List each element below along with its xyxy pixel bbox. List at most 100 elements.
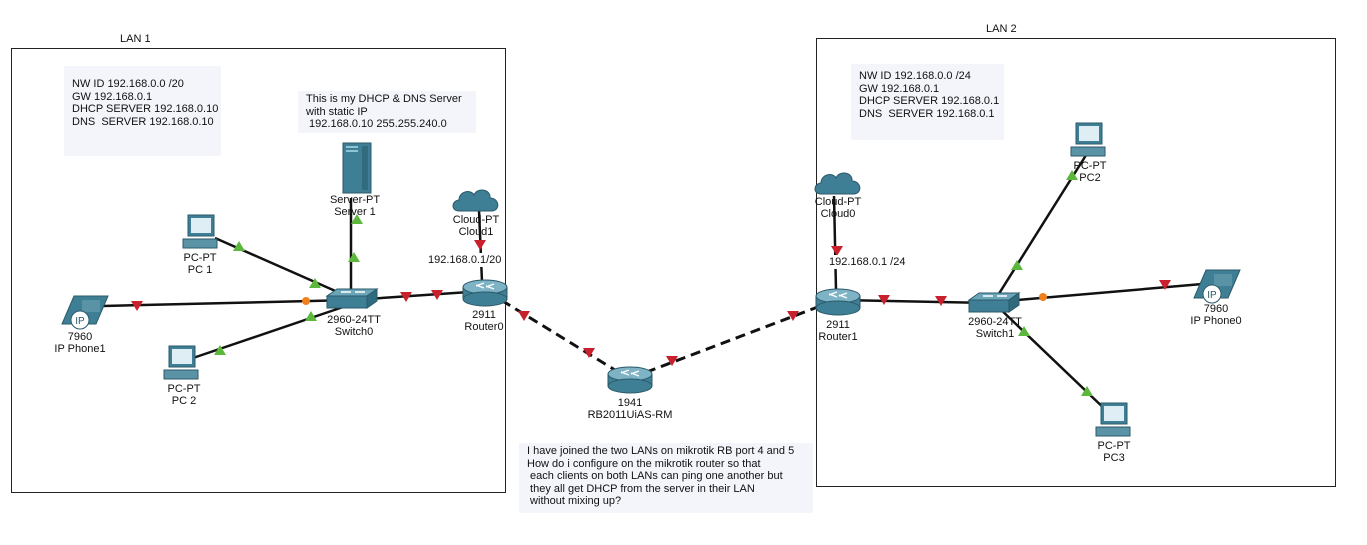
device-name: PC 2 — [171, 395, 197, 407]
device-type: Server-PT — [329, 194, 381, 206]
pc-2-device[interactable] — [163, 345, 203, 381]
link-up-marker — [305, 311, 317, 321]
link-up-marker — [214, 345, 226, 355]
device-type: 1941 — [617, 397, 643, 409]
note-line: DNS SERVER 192.168.0.10 — [72, 115, 214, 128]
device-name: IP Phone0 — [1190, 315, 1242, 327]
cloud1-device[interactable] — [449, 185, 503, 215]
link-pending-marker — [302, 297, 310, 305]
note-line: NW ID 192.168.0.0 /24 — [859, 70, 971, 82]
device-type: PC-PT — [1073, 160, 1107, 172]
lan1-area[interactable] — [11, 48, 506, 493]
router1-device[interactable] — [815, 288, 861, 316]
device-type: 7960 — [67, 331, 93, 343]
link-phone1-switch0 — [102, 298, 353, 308]
lan2-title: LAN 2 — [978, 23, 1025, 35]
note-line: This is my DHCP & DNS Server — [306, 93, 462, 105]
pc-icon — [182, 214, 218, 249]
link-up-marker — [1081, 386, 1093, 396]
device-type: 7960 — [1203, 303, 1229, 315]
device-type: 2911 — [826, 319, 850, 331]
link-mikrotik-router1 — [630, 298, 837, 380]
switch-icon — [967, 292, 1021, 313]
router0-device[interactable] — [462, 279, 508, 307]
link-down-marker — [431, 290, 443, 300]
device-name: IP Phone1 — [54, 343, 106, 355]
device-type: 2911 — [472, 309, 496, 321]
pc3-device[interactable] — [1095, 402, 1135, 438]
link-router0-mikrotik — [487, 290, 629, 380]
link-down-marker — [666, 356, 678, 366]
link-up-marker — [348, 252, 360, 262]
device-name: PC3 — [1103, 452, 1125, 464]
pc-icon — [1070, 122, 1106, 157]
cloud0-device[interactable] — [811, 168, 865, 198]
device-name: Router0 — [464, 321, 504, 333]
pc1-device[interactable] — [182, 214, 222, 250]
link-down-marker — [400, 292, 412, 302]
note-line: with static IP — [306, 105, 368, 118]
ip-phone1-device[interactable]: IP — [60, 290, 110, 330]
device-name: Server 1 — [334, 206, 376, 218]
link-up-marker — [351, 214, 363, 224]
link-down-marker — [131, 301, 143, 311]
note-line: they all get DHCP from the server in the… — [527, 482, 755, 495]
router1-ip-label[interactable]: 192.168.0.1 /24 — [827, 255, 908, 269]
switch1-device[interactable] — [967, 292, 1021, 314]
pc-icon — [1095, 402, 1131, 437]
device-type: PC-PT — [1097, 440, 1131, 452]
device-name: Cloud1 — [458, 226, 494, 238]
svg-text:IP: IP — [75, 316, 85, 327]
note-line: each clients on both LANs can ping one a… — [527, 470, 783, 482]
server1-device[interactable] — [340, 142, 374, 196]
device-type: Cloud-PT — [452, 214, 500, 226]
switch0-device[interactable] — [325, 288, 379, 310]
link-down-marker — [1159, 280, 1171, 290]
link-down-marker — [518, 311, 530, 321]
mikrotik-router-device[interactable] — [607, 366, 653, 394]
note-line: I have joined the two LANs on mikrotik R… — [527, 445, 795, 457]
switch-icon — [325, 288, 379, 309]
link-down-marker — [878, 295, 890, 305]
note-line: without mixing up? — [527, 495, 622, 507]
link-down-marker — [583, 348, 595, 358]
device-name: PC2 — [1079, 172, 1101, 184]
link-down-marker — [787, 311, 799, 321]
note-line: DHCP SERVER 192.168.0.1 — [859, 95, 1000, 107]
link-up-marker — [233, 241, 245, 251]
pc2-device[interactable] — [1070, 122, 1110, 158]
device-name: Switch1 — [975, 328, 1015, 340]
device-type: Cloud-PT — [814, 196, 862, 208]
link-up-marker — [309, 278, 321, 288]
router0-ip-label[interactable]: 192.168.0.1/20 — [426, 253, 504, 267]
device-name: Switch0 — [334, 326, 374, 338]
ip-phone0-device[interactable]: IP — [1192, 264, 1242, 304]
router-icon — [462, 279, 508, 307]
question-note[interactable]: I have joined the two LANs on mikrotik R… — [519, 443, 813, 513]
lan2-area[interactable] — [816, 38, 1336, 487]
cloud-icon — [452, 189, 499, 212]
link-pc2-switch0 — [192, 303, 350, 360]
device-name: Cloud0 — [820, 208, 856, 220]
router-icon — [607, 366, 653, 394]
link-up-marker — [1018, 326, 1030, 336]
link-down-marker — [935, 296, 947, 306]
note-line: DHCP SERVER 192.168.0.10 — [72, 103, 219, 115]
lan1-title: LAN 1 — [112, 33, 159, 45]
